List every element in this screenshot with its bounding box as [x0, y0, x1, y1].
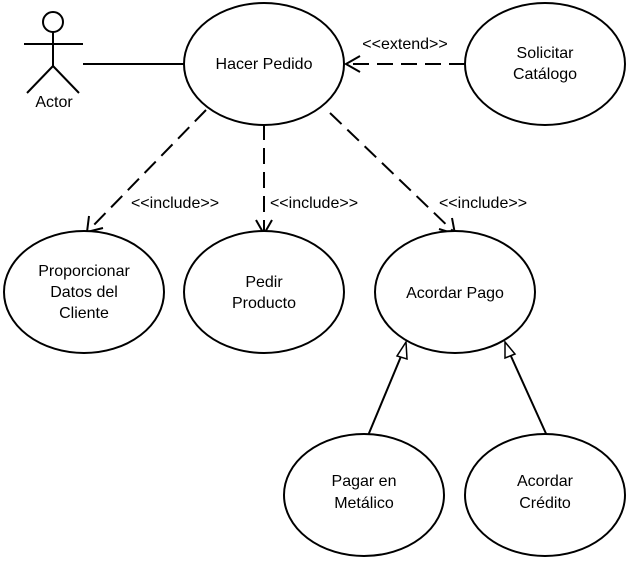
use-case-solicitar-catalogo-label-line2: Catálogo	[513, 66, 577, 83]
extend-arrowhead	[343, 55, 361, 73]
use-case-solicitar-catalogo[interactable]: Solicitar Catálogo	[464, 2, 626, 126]
include-label-datos: <<include>>	[131, 195, 219, 212]
use-case-acordar-credito-label-line2: Crédito	[519, 495, 571, 512]
use-case-proporcionar-datos-label-line2: Datos del	[50, 284, 118, 301]
use-case-solicitar-catalogo-label-line1: Solicitar	[517, 45, 575, 62]
actor-figure	[24, 11, 83, 94]
use-case-hacer-pedido-label: Hacer Pedido	[216, 56, 313, 73]
use-case-acordar-credito[interactable]: Acordar Crédito	[464, 433, 626, 557]
actor-label: Actor	[35, 94, 73, 111]
generalization-line-metalico	[366, 353, 403, 439]
generalization-arrowhead-metalico	[395, 339, 408, 361]
use-case-proporcionar-datos-label-line1: Proporcionar	[38, 263, 130, 280]
use-case-pedir-producto-label-line1: Pedir	[245, 274, 283, 291]
generalization-arrowhead-credito	[504, 339, 517, 360]
use-case-pedir-producto[interactable]: Pedir Producto	[183, 230, 345, 354]
use-case-acordar-pago-label: Acordar Pago	[406, 285, 504, 302]
use-case-pagar-metalico[interactable]: Pagar en Metálico	[283, 433, 445, 557]
generalization-line-credito	[509, 353, 549, 439]
include-line-datos	[88, 109, 207, 231]
use-case-proporcionar-datos-label-line3: Cliente	[59, 305, 109, 322]
use-case-pagar-metalico-label-line2: Metálico	[334, 495, 394, 512]
actor-left-leg	[26, 65, 54, 94]
include-label-pago: <<include>>	[439, 195, 527, 212]
use-case-proporcionar-datos[interactable]: Proporcionar Datos del Cliente	[3, 230, 165, 354]
use-case-pedir-producto-label-line2: Producto	[232, 295, 296, 312]
include-line-pago	[329, 112, 455, 233]
extend-label: <<extend>>	[362, 36, 447, 53]
use-case-hacer-pedido[interactable]: Hacer Pedido	[183, 2, 345, 126]
use-case-pagar-metalico-label-line1: Pagar en	[332, 473, 397, 490]
use-case-acordar-pago[interactable]: Acordar Pago	[374, 230, 536, 354]
include-label-producto: <<include>>	[270, 195, 358, 212]
use-case-acordar-credito-label-line1: Acordar	[517, 473, 574, 490]
actor-head	[42, 11, 64, 33]
actor-right-leg	[52, 65, 80, 94]
